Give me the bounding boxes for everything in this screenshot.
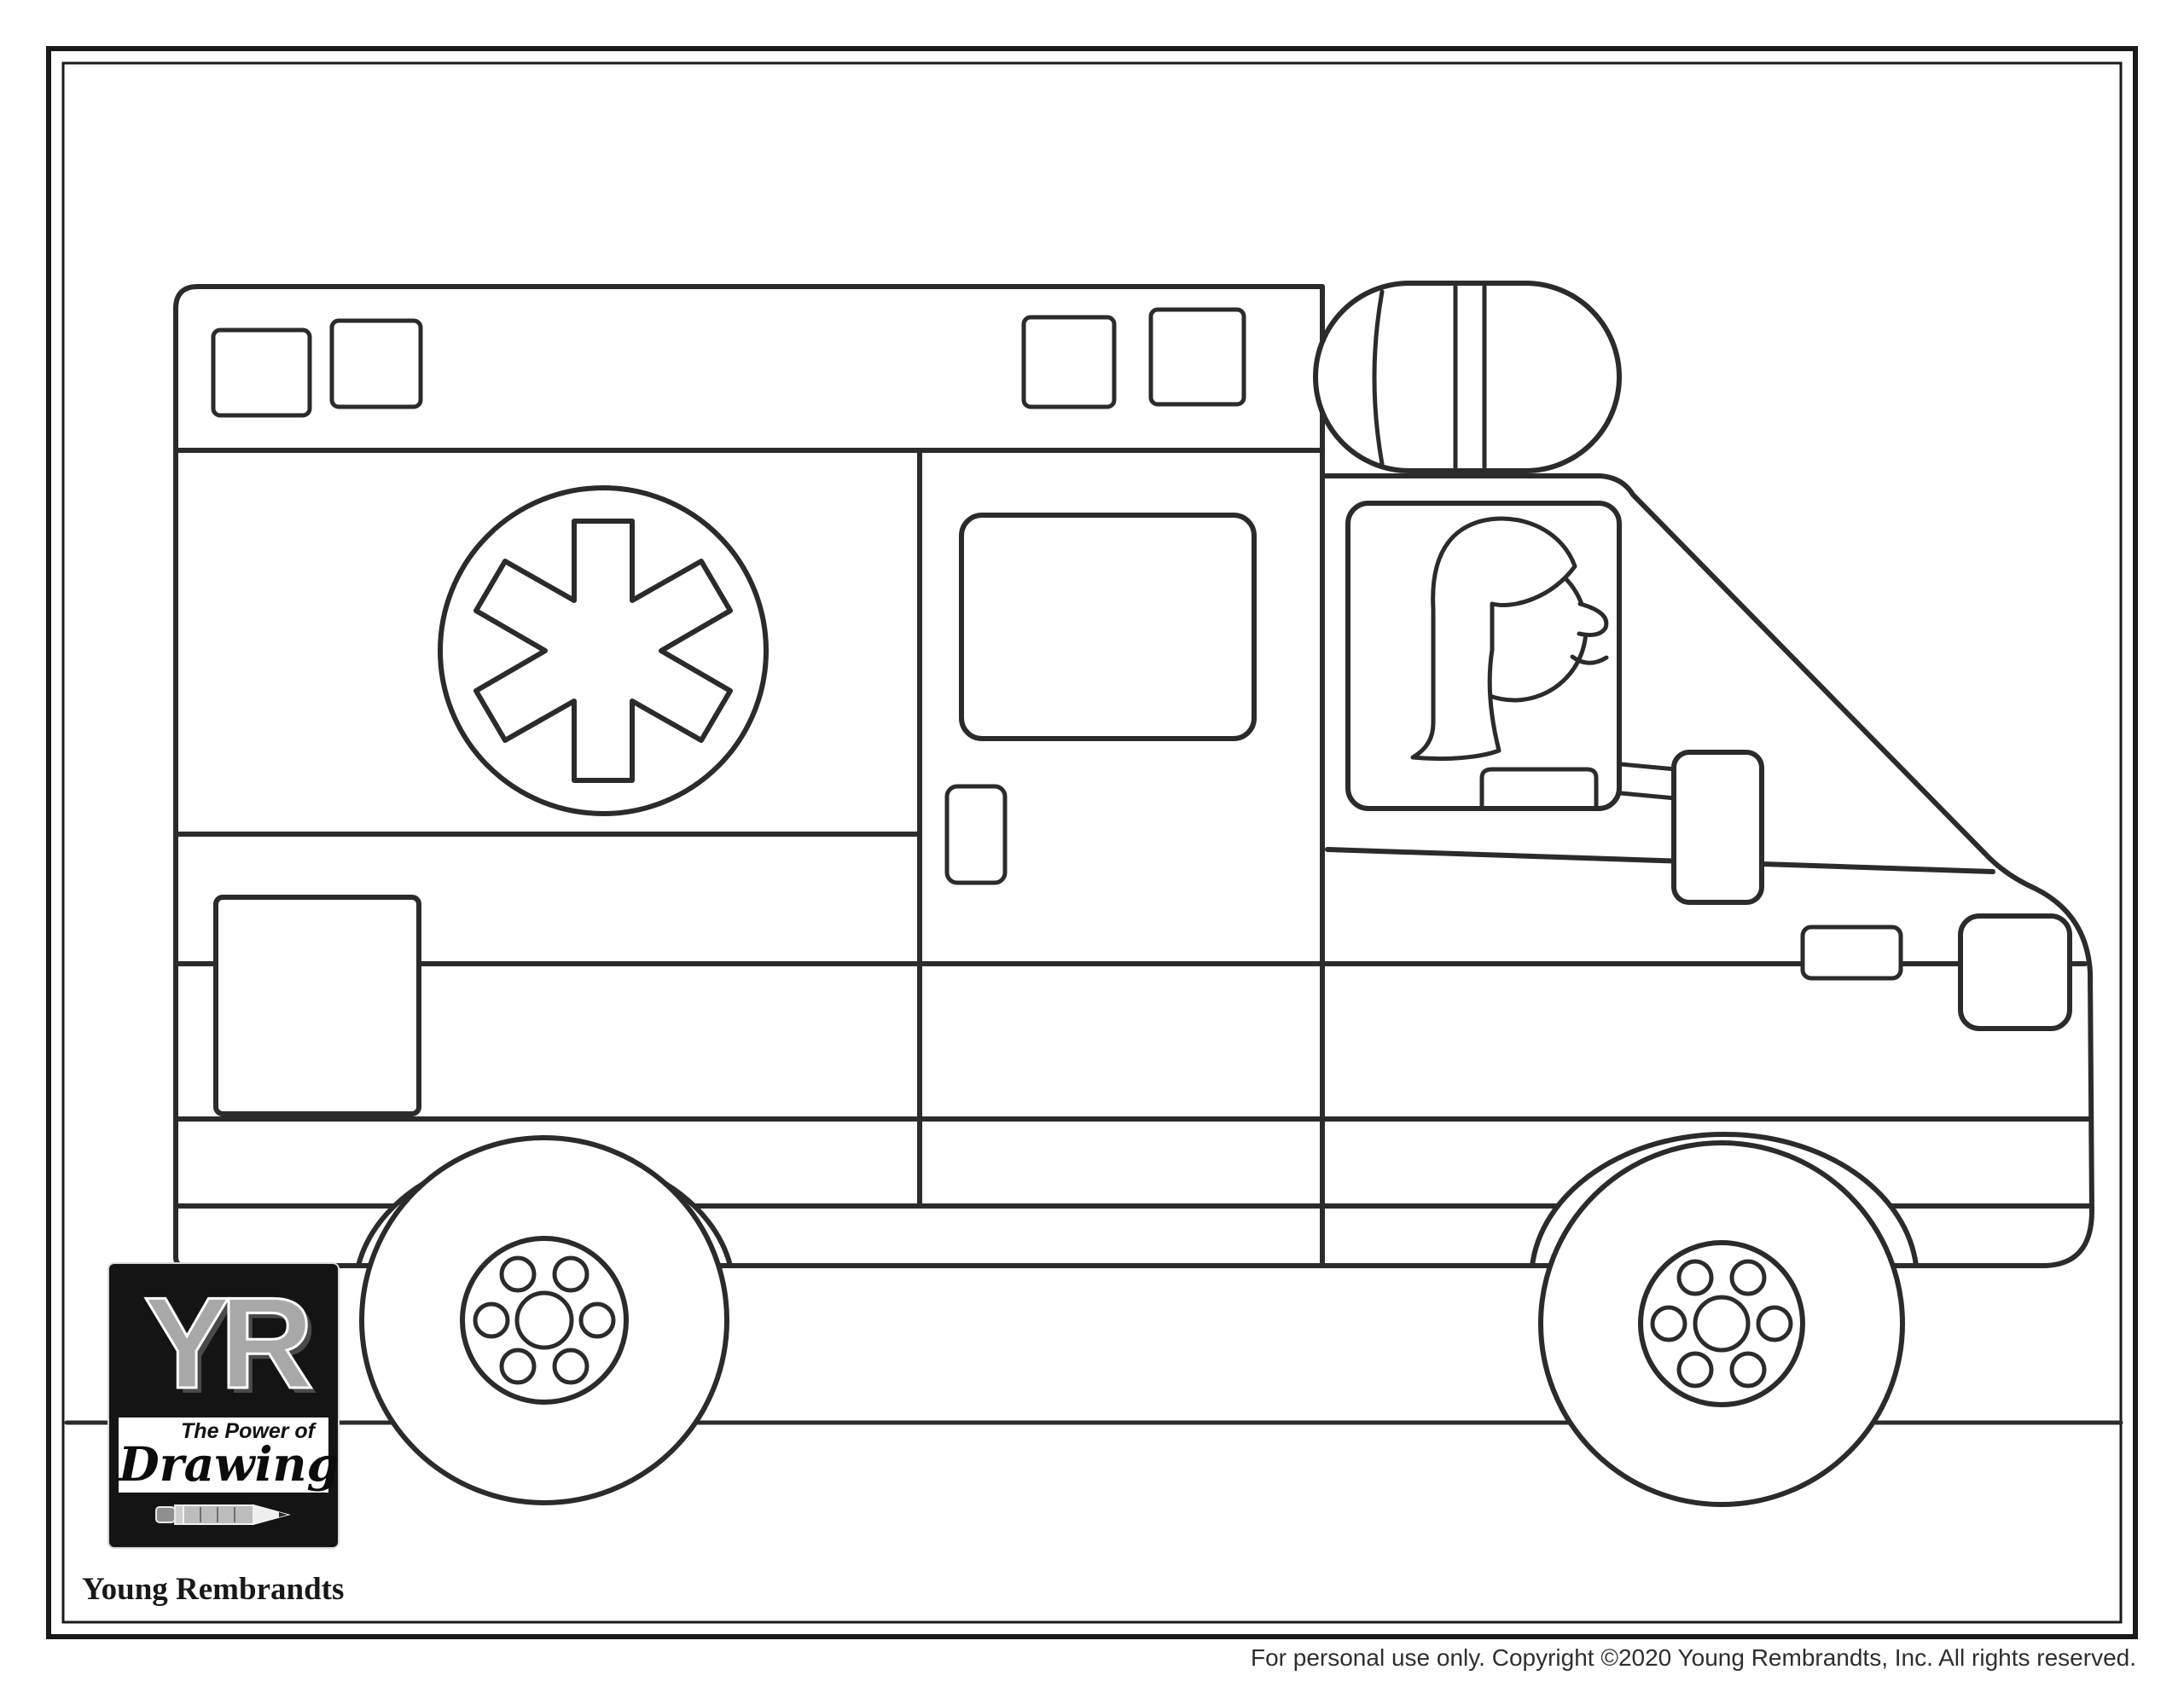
star-of-life-icon xyxy=(438,485,769,816)
rear-wheel xyxy=(359,1135,729,1505)
driver-smile xyxy=(1570,654,1609,665)
rear-compartment-panel xyxy=(213,895,421,1116)
ambulance-body xyxy=(173,284,2094,1268)
side-mirror xyxy=(1618,750,1764,905)
driver-hair xyxy=(1410,516,1577,762)
driver-nose xyxy=(1577,601,1609,637)
roof-window-left-2 xyxy=(329,318,423,409)
copyright-text: For personal use only. Copyright ©2020 Y… xyxy=(1250,1644,2136,1671)
logo-tagline-line2: Drawing xyxy=(119,1436,340,1493)
front-side-marker xyxy=(1800,925,1903,981)
cab-window xyxy=(1345,501,1622,811)
page-border xyxy=(46,46,2138,1639)
logo-initials: YR xyxy=(142,1271,315,1416)
roof-light-bar xyxy=(1313,281,1622,473)
roof-window-right-1 xyxy=(1021,315,1117,409)
front-headlight xyxy=(1958,913,2072,1031)
side-door-window xyxy=(959,513,1257,741)
cab-beltline xyxy=(1325,847,1995,874)
driver-shoulders xyxy=(1479,767,1599,811)
logo-tagline-line1: The Power of xyxy=(181,1419,315,1443)
driver-figure xyxy=(1410,516,1609,811)
young-rembrandts-logo: YR The Power of Drawing xyxy=(109,1264,340,1547)
pencil-icon xyxy=(151,1500,296,1533)
roof-window-left-1 xyxy=(211,328,312,418)
front-wheel xyxy=(1538,1140,1905,1507)
logo-tagline-band: The Power of Drawing xyxy=(119,1417,340,1493)
roof-window-right-2 xyxy=(1148,307,1246,407)
brand-name-text: Young Rembrandts xyxy=(82,1572,345,1607)
side-door-handle xyxy=(944,784,1008,885)
